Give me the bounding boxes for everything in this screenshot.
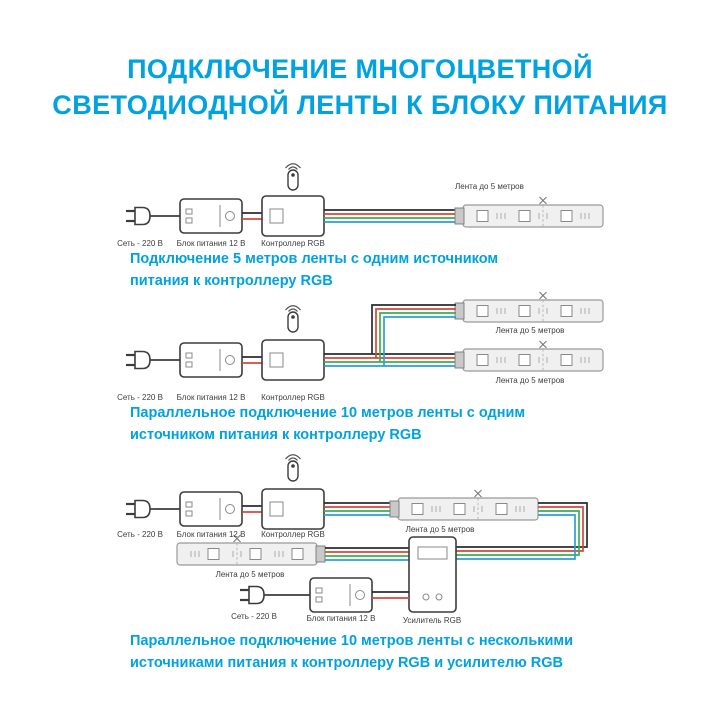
- wire-red-loop: [456, 506, 584, 552]
- strip-top-label: Лента до 5 метров: [406, 525, 475, 534]
- caption-diagram2: Параллельное подключение 10 метров ленты…: [130, 405, 526, 443]
- controller-label: Контроллер RGB: [261, 530, 325, 539]
- power-supply-box-2: [309, 577, 373, 613]
- remote-control-icon: [284, 305, 302, 333]
- wire-green-loop: [456, 510, 580, 556]
- remote-control-icon: [284, 454, 302, 482]
- power-supply-box: [179, 491, 243, 527]
- psu-label: Блок питания 12 В: [177, 530, 246, 539]
- led-strip-left: [176, 534, 326, 566]
- led-strip: [454, 196, 604, 228]
- plug-icon-2: [238, 585, 270, 605]
- diagram-2: Лента до 5 метров Сеть - 220 В Блок пита…: [117, 291, 604, 402]
- controller-label: Контроллер RGB: [261, 239, 325, 248]
- title-line-1: ПОДКЛЮЧЕНИЕ МНОГОЦВЕТНОЙ: [127, 54, 593, 84]
- mains-label: Сеть - 220 В: [117, 530, 163, 539]
- mains-label: Сеть - 220 В: [117, 393, 163, 402]
- controller-label: Контроллер RGB: [261, 393, 325, 402]
- led-strip-top: [389, 489, 539, 521]
- mains-label-2: Сеть - 220 В: [231, 612, 277, 621]
- psu-label-2: Блок питания 12 В: [307, 614, 376, 623]
- strip-bottom-label: Лента до 5 метров: [496, 376, 565, 385]
- caption-diagram1: Подключение 5 метров ленты с одним источ…: [130, 251, 499, 289]
- amplifier-label: Усилитель RGB: [403, 616, 461, 625]
- rgb-controller-box: [261, 195, 325, 237]
- strip-left-label: Лента до 5 метров: [216, 570, 285, 579]
- rgb-controller-box: [261, 339, 325, 381]
- remote-control-icon: [284, 163, 302, 191]
- diagram-1: Сеть - 220 В Блок питания 12 В Контролле…: [117, 163, 604, 248]
- diagram-3: Сеть - 220 В Блок питания 12 В Контролле…: [117, 454, 588, 625]
- rgb-amplifier-box: [408, 536, 457, 613]
- wire-black-branch: [371, 304, 456, 354]
- title-line-2: СВЕТОДИОДНОЙ ЛЕНТЫ К БЛОКУ ПИТАНИЯ: [52, 89, 668, 120]
- plug-icon: [124, 350, 156, 370]
- led-strip-top: [454, 291, 604, 323]
- wire-blue-branch: [383, 316, 456, 366]
- mains-label: Сеть - 220 В: [117, 239, 163, 248]
- page-title: ПОДКЛЮЧЕНИЕ МНОГОЦВЕТНОЙ СВЕТОДИОДНОЙ ЛЕ…: [0, 52, 720, 123]
- wire-blue-loop: [456, 514, 576, 560]
- led-strip-bottom: [454, 340, 604, 372]
- psu-label: Блок питания 12 В: [177, 393, 246, 402]
- rgb-controller-box: [261, 488, 325, 530]
- wire-black-loop: [456, 502, 588, 548]
- plug-icon: [124, 499, 156, 519]
- strip-label: Лента до 5 метров: [455, 182, 524, 191]
- psu-label: Блок питания 12 В: [177, 239, 246, 248]
- plug-icon: [124, 206, 156, 226]
- wire-green-branch: [379, 312, 456, 362]
- power-supply-box: [179, 198, 243, 234]
- strip-top-label: Лента до 5 метров: [496, 326, 565, 335]
- caption-diagram3: Параллельное подключение 10 метров ленты…: [130, 633, 574, 671]
- wire-red-branch: [375, 308, 456, 358]
- power-supply-box: [179, 342, 243, 378]
